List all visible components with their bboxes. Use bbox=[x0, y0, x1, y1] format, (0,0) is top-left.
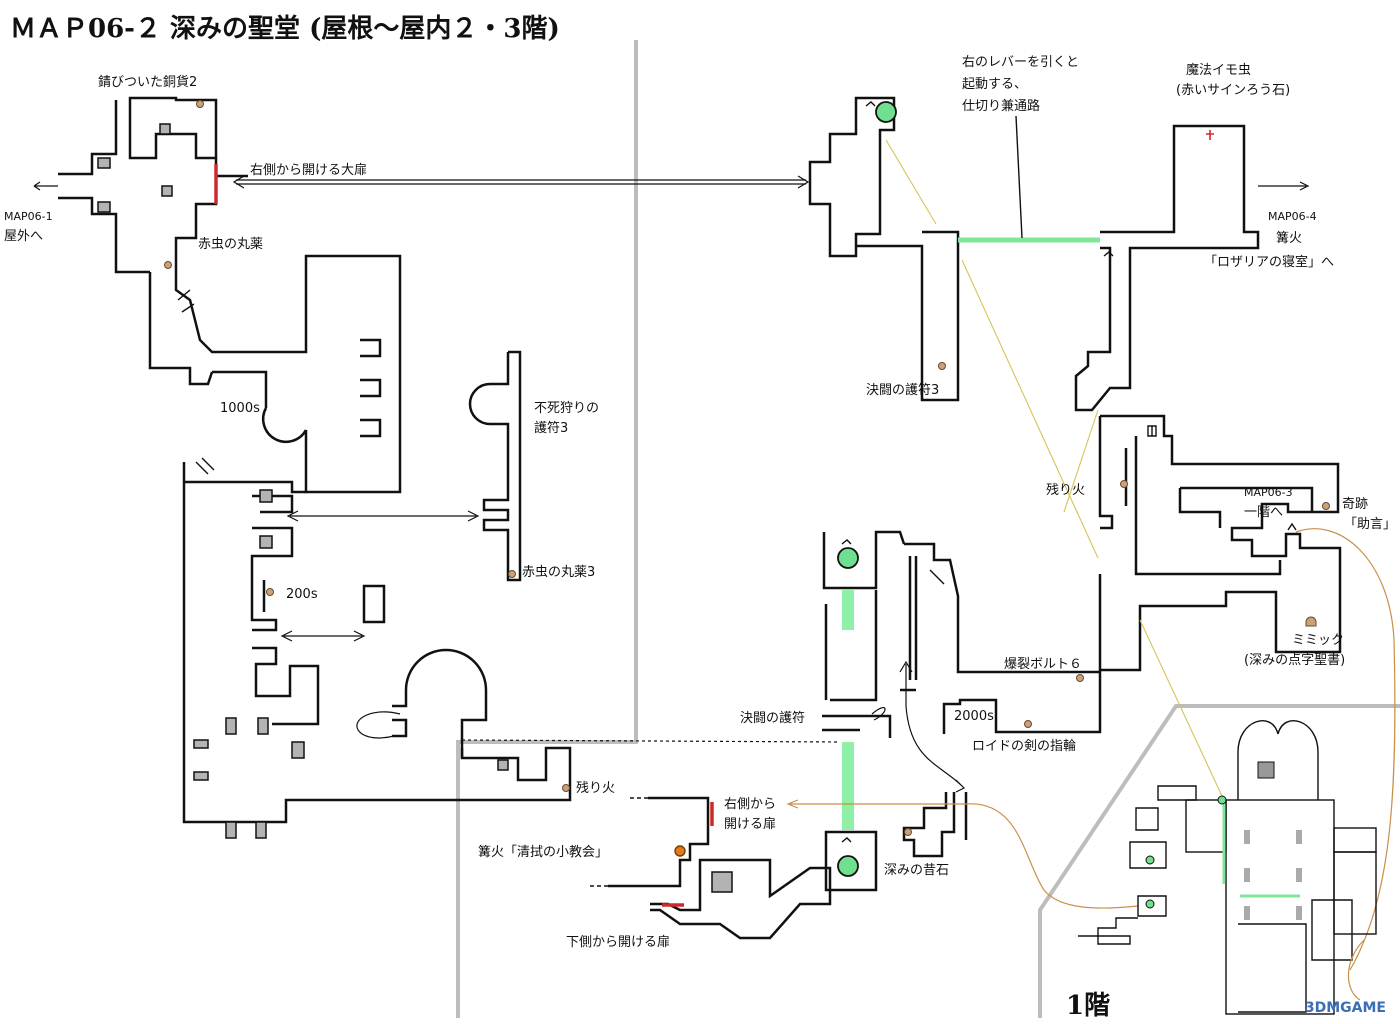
label-red-bug-pellet3: 赤虫の丸薬3 bbox=[522, 565, 595, 580]
label-mimic-2: (深みの点字聖書) bbox=[1244, 653, 1345, 668]
label-ember-right: 残り火 bbox=[1046, 483, 1085, 498]
label-big-door: 右側から開ける大扉 bbox=[250, 162, 367, 178]
label-magic-worm-1: 魔法イモ虫 bbox=[1186, 63, 1251, 78]
item-dot-icon bbox=[562, 784, 570, 792]
item-dot-icon bbox=[1076, 674, 1084, 682]
pillar bbox=[193, 771, 209, 781]
pillar bbox=[255, 821, 267, 839]
label-rusty-coin: 錆びついた銅貨2 bbox=[98, 74, 197, 90]
label-outside: 屋外へ bbox=[4, 229, 43, 244]
label-map06-4: MAP06-4 bbox=[1268, 210, 1317, 223]
item-dot-icon bbox=[508, 570, 516, 578]
label-lever-3: 仕切り兼通路 bbox=[962, 98, 1040, 114]
label-ember-left: 残り火 bbox=[576, 781, 615, 796]
item-dot-icon bbox=[1024, 720, 1032, 728]
label-undead-hunter-1: 不死狩りの bbox=[534, 401, 599, 416]
pillar bbox=[159, 123, 171, 135]
connector-arrows bbox=[280, 510, 480, 642]
ember-marker-icon bbox=[1120, 480, 1128, 488]
pillar bbox=[225, 717, 237, 735]
item-dot-icon bbox=[938, 362, 946, 370]
label-deep-stone: 深みの昔石 bbox=[884, 863, 949, 878]
left-middle-hall bbox=[148, 254, 402, 494]
center-right-rooms bbox=[899, 542, 1102, 858]
bonfire-icon bbox=[674, 845, 686, 857]
label-red-bug-pellet: 赤虫の丸薬 bbox=[198, 237, 263, 252]
label-lever-2: 起動する、 bbox=[962, 77, 1027, 92]
item-dot-icon bbox=[196, 100, 204, 108]
label-rosaria: 「ロザリアの寝室」へ bbox=[1204, 254, 1334, 270]
label-souls-200: 200s bbox=[286, 587, 318, 602]
item-dot-icon bbox=[164, 261, 172, 269]
pillar bbox=[291, 741, 305, 759]
pillar bbox=[161, 185, 173, 197]
pillar bbox=[225, 821, 237, 839]
label-miracle-1: 奇跡 bbox=[1342, 496, 1368, 512]
arrow-icon bbox=[1258, 181, 1310, 191]
label-duel-charm3: 決闘の護符3 bbox=[866, 382, 939, 398]
pillar bbox=[711, 871, 733, 893]
item-dot-icon bbox=[1322, 502, 1330, 510]
label-lloyd-ring: ロイドの剣の指輪 bbox=[972, 738, 1076, 754]
label-bottom-door: 下側から開ける扉 bbox=[566, 934, 670, 950]
pillar bbox=[259, 489, 273, 503]
label-bonfire-map064: 篝火 bbox=[1276, 230, 1302, 246]
label-souls-2000: 2000s bbox=[954, 709, 994, 724]
pillar bbox=[257, 717, 269, 735]
pillar bbox=[1257, 761, 1275, 779]
right-middle-rooms bbox=[1098, 414, 1342, 672]
watermark-logo: 3DMGAME bbox=[1304, 1000, 1386, 1016]
pillar bbox=[193, 739, 209, 749]
lever-icon bbox=[1103, 251, 1114, 257]
label-first-floor: 一階へ bbox=[1244, 505, 1283, 520]
item-dot-icon bbox=[904, 828, 912, 836]
label-magic-worm-2: (赤いサインろう石) bbox=[1176, 83, 1290, 98]
minimap-floor-1 bbox=[1078, 720, 1377, 1015]
center-lift-column bbox=[822, 530, 906, 892]
pillar bbox=[497, 759, 509, 771]
left-lower-complex bbox=[182, 457, 841, 839]
label-lever-1: 右のレバーを引くと bbox=[962, 55, 1079, 70]
label-duel-charm: 決闘の護符 bbox=[740, 710, 805, 726]
pillar bbox=[97, 157, 111, 169]
center-bottom-rooms bbox=[590, 796, 832, 940]
label-right-door-1: 右側から bbox=[724, 797, 776, 812]
label-mimic-1: ミミック bbox=[1292, 633, 1344, 648]
magic-worm-marker-icon bbox=[1206, 130, 1214, 140]
label-bonfire-chapel: 篝火「清拭の小教会」 bbox=[478, 844, 608, 860]
left-upper-rooms bbox=[33, 96, 248, 274]
lift-platform-icon bbox=[875, 101, 897, 123]
lift-platform-icon bbox=[1145, 899, 1155, 909]
lift-platform-icon bbox=[1145, 855, 1155, 865]
label-firebomb: 爆裂ボルト６ bbox=[1004, 657, 1082, 672]
mimic-chest-icon bbox=[1305, 616, 1317, 627]
label-floor-1: 1階 bbox=[1066, 991, 1110, 1021]
lever-icon bbox=[841, 539, 852, 545]
lift-platform-icon bbox=[837, 855, 859, 877]
label-miracle-2: 「助言」 bbox=[1344, 517, 1396, 532]
label-souls-1000: 1000s bbox=[220, 401, 260, 416]
lever-icon bbox=[865, 101, 876, 107]
label-right-door-2: 開ける扉 bbox=[724, 816, 776, 832]
lever-icon bbox=[841, 837, 852, 843]
big-door-double-arrow bbox=[232, 175, 810, 189]
label-map06-3: MAP06-3 bbox=[1244, 486, 1293, 499]
map-labels: 錆びついた銅貨2 右側から開ける大扉 MAP06-1 屋外へ 赤虫の丸薬 100… bbox=[4, 55, 1396, 1021]
left-undead-hunter-wing bbox=[468, 350, 522, 582]
label-map06-1: MAP06-1 bbox=[4, 210, 53, 223]
arrow-icon bbox=[33, 181, 58, 191]
lift-platform-icon bbox=[837, 547, 859, 569]
lift-platform-icon bbox=[1217, 795, 1227, 805]
map-title: ＭＡＰ06-２ 深みの聖堂 (屋根～屋内２・3階) bbox=[10, 14, 560, 44]
pillar bbox=[97, 201, 111, 213]
item-dot-icon bbox=[266, 588, 274, 596]
section-dividers bbox=[456, 40, 1400, 1018]
right-top-rooms bbox=[808, 96, 1310, 412]
pillar bbox=[259, 535, 273, 549]
label-undead-hunter-2: 護符3 bbox=[534, 420, 568, 436]
